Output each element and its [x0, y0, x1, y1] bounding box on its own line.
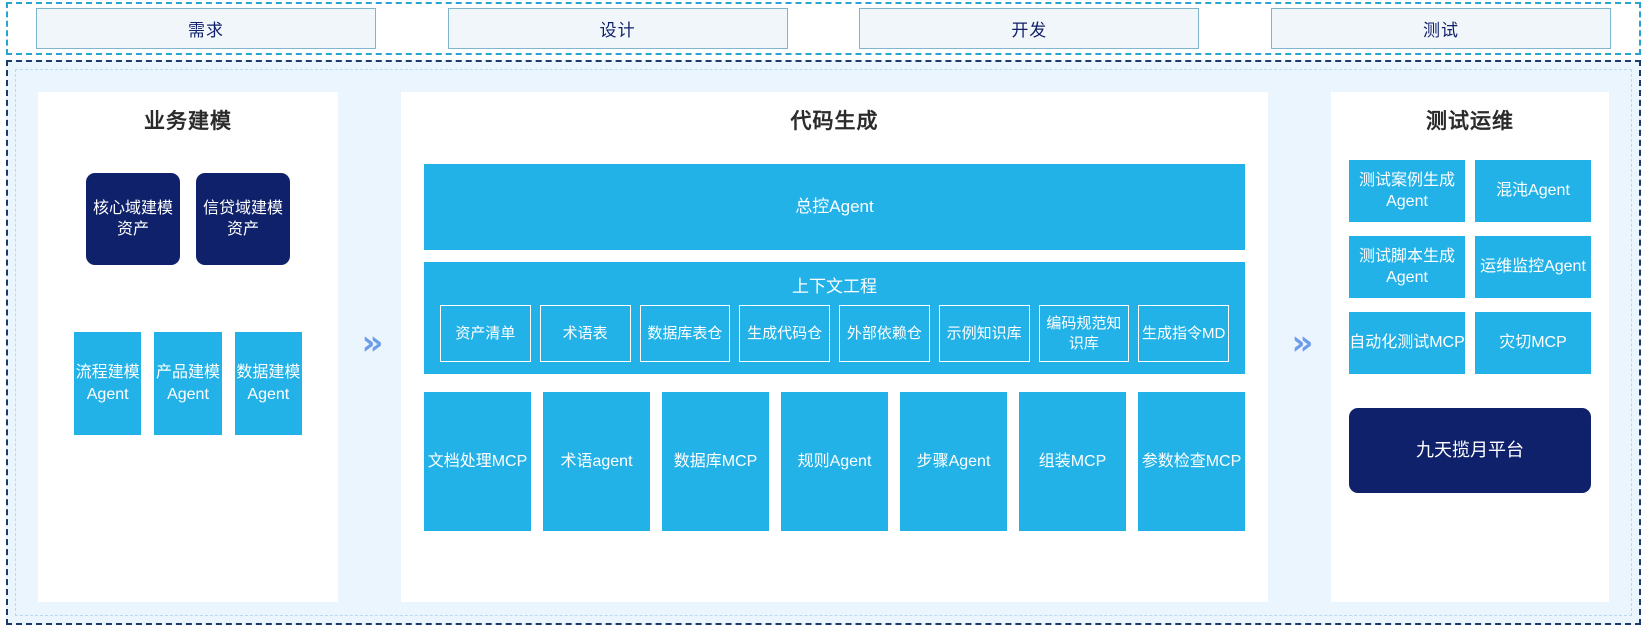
inner-diagram-frame: 业务建模 核心域建模资产 信贷域建模资产 流程建模Agent 产品建模Agent…: [15, 69, 1632, 616]
context-item-label: 外部依赖仓: [846, 324, 922, 342]
testops-label: 测试案例生成Agent: [1358, 171, 1455, 210]
agent-label: 流程建模Agent: [75, 364, 140, 403]
panel-test-ops: 测试运维 测试案例生成Agent 混沌Agent 测试脚本生成Agent 运维监…: [1331, 92, 1609, 602]
main-diagram-frame: 业务建模 核心域建模资产 信贷域建模资产 流程建模Agent 产品建模Agent…: [6, 60, 1641, 625]
tool-label: 参数检查MCP: [1141, 452, 1242, 470]
master-agent-label: 总控Agent: [795, 196, 874, 216]
context-item-label: 编码规范知识库: [1046, 315, 1122, 352]
asset-box-core-domain[interactable]: 核心域建模资产: [86, 173, 180, 265]
testops-label: 测试脚本生成Agent: [1358, 247, 1455, 286]
tool-box-parameter-check-mcp[interactable]: 参数检查MCP: [1138, 392, 1245, 531]
tool-box-rule-agent[interactable]: 规则Agent: [781, 392, 888, 531]
phase-box-design[interactable]: 设计: [447, 8, 788, 49]
chevron-right-icon: »: [1291, 322, 1314, 363]
testops-box-automated-test-mcp[interactable]: 自动化测试MCP: [1349, 312, 1465, 374]
tool-box-step-agent[interactable]: 步骤Agent: [900, 392, 1007, 531]
context-item-asset-list[interactable]: 资产清单: [440, 305, 531, 362]
agent-box-data-modeling[interactable]: 数据建模Agent: [234, 332, 302, 435]
panel-title-code-generation: 代码生成: [790, 110, 879, 133]
tool-label: 数据库MCP: [673, 452, 758, 470]
testops-box-test-case-generation-agent[interactable]: 测试案例生成Agent: [1349, 160, 1465, 222]
context-engineering-items: 资产清单 术语表 数据库表仓 生成代码仓 外部依赖仓 示例知识库: [424, 305, 1245, 362]
panel-business-modeling: 业务建模 核心域建模资产 信贷域建模资产 流程建模Agent 产品建模Agent…: [38, 92, 338, 602]
business-agents-row: 流程建模Agent 产品建模Agent 数据建模Agent: [38, 332, 338, 435]
tool-label: 步骤Agent: [916, 452, 991, 470]
agent-box-process-modeling[interactable]: 流程建模Agent: [74, 332, 142, 435]
testops-label: 混沌Agent: [1496, 182, 1570, 200]
agent-label: 产品建模Agent: [155, 364, 220, 403]
context-engineering-block: 上下文工程 资产清单 术语表 数据库表仓 生成代码仓 外部依赖仓 示: [424, 262, 1245, 374]
tool-box-assembly-mcp[interactable]: 组装MCP: [1019, 392, 1126, 531]
asset-box-credit-domain[interactable]: 信贷域建模资产: [196, 173, 290, 265]
testops-box-disaster-switch-mcp[interactable]: 灾切MCP: [1475, 312, 1591, 374]
tool-box-document-processing-mcp[interactable]: 文档处理MCP: [424, 392, 531, 531]
agent-label: 数据建模Agent: [236, 364, 301, 403]
testops-box-ops-monitoring-agent[interactable]: 运维监控Agent: [1475, 236, 1591, 298]
context-item-label: 示例知识库: [946, 324, 1022, 342]
flow-arrow-right: »: [1268, 70, 1331, 615]
asset-label: 信贷域建模资产: [202, 199, 283, 238]
phase-box-requirements[interactable]: 需求: [36, 8, 376, 49]
asset-label: 核心域建模资产: [92, 199, 173, 238]
panel-title-test-ops: 测试运维: [1426, 110, 1514, 133]
phase-strip: 需求 设计 开发 测试: [6, 2, 1641, 55]
phase-label: 开发: [1011, 21, 1048, 40]
tool-label: 文档处理MCP: [427, 452, 528, 470]
platform-box-jiutian-lanyue[interactable]: 九天揽月平台: [1349, 408, 1591, 493]
platform-label: 九天揽月平台: [1416, 439, 1524, 460]
context-item-generated-code-repo[interactable]: 生成代码仓: [739, 305, 830, 362]
tool-label: 规则Agent: [797, 452, 872, 470]
phase-label: 设计: [599, 21, 636, 40]
agent-box-product-modeling[interactable]: 产品建模Agent: [154, 332, 222, 435]
panel-code-generation: 代码生成 总控Agent 上下文工程 资产清单 术语表 数据库表仓 生成代码仓: [401, 92, 1268, 602]
tool-label: 术语agent: [560, 452, 633, 470]
platform-wrapper: 九天揽月平台: [1331, 408, 1609, 493]
context-engineering-title: 上下文工程: [792, 277, 877, 296]
tool-box-database-mcp[interactable]: 数据库MCP: [662, 392, 769, 531]
context-item-external-dependency-repo[interactable]: 外部依赖仓: [839, 305, 930, 362]
phase-label: 需求: [188, 21, 224, 40]
flow-arrow-left: »: [338, 70, 401, 615]
testops-label: 自动化测试MCP: [1349, 334, 1465, 352]
testops-label: 灾切MCP: [1499, 334, 1567, 352]
context-item-db-table-repo[interactable]: 数据库表仓: [639, 305, 731, 362]
context-item-glossary[interactable]: 术语表: [539, 305, 631, 362]
master-agent-box[interactable]: 总控Agent: [424, 164, 1245, 250]
chevron-right-icon: »: [361, 322, 384, 363]
phase-box-testing[interactable]: 测试: [1270, 8, 1611, 49]
context-item-coding-standard-knowledge-base[interactable]: 编码规范知识库: [1038, 305, 1130, 362]
context-item-example-knowledge-base[interactable]: 示例知识库: [938, 305, 1030, 362]
business-assets-row: 核心域建模资产 信贷域建模资产: [38, 173, 338, 265]
phase-box-development[interactable]: 开发: [859, 8, 1200, 49]
testops-box-chaos-agent[interactable]: 混沌Agent: [1475, 160, 1591, 222]
context-item-label: 生成代码仓: [747, 324, 823, 342]
testops-items-grid: 测试案例生成Agent 混沌Agent 测试脚本生成Agent 运维监控Agen…: [1331, 160, 1609, 374]
tool-label: 组装MCP: [1038, 452, 1107, 470]
context-item-label: 术语表: [562, 324, 608, 342]
context-item-label: 生成指令MD: [1141, 324, 1226, 342]
context-item-label: 资产清单: [455, 324, 516, 342]
context-item-label: 数据库表仓: [647, 324, 723, 342]
testops-label: 运维监控Agent: [1480, 258, 1586, 276]
tool-box-glossary-agent[interactable]: 术语agent: [543, 392, 650, 531]
context-item-generation-instruction-md[interactable]: 生成指令MD: [1138, 305, 1229, 362]
codegen-tools-row: 文档处理MCP 术语agent 数据库MCP 规则Agent 步骤Agent 组…: [424, 392, 1245, 531]
testops-box-test-script-generation-agent[interactable]: 测试脚本生成Agent: [1349, 236, 1465, 298]
phase-label: 测试: [1422, 21, 1459, 40]
panel-title-business-modeling: 业务建模: [144, 110, 232, 133]
